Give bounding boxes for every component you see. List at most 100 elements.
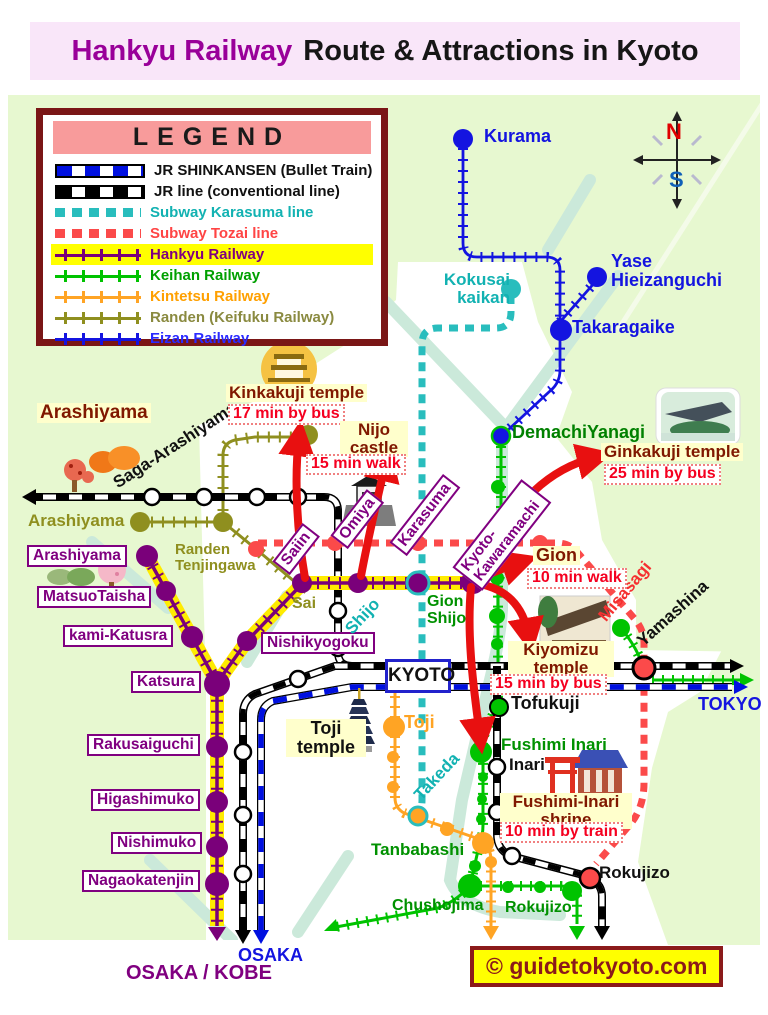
- destination-label-tokyo: TOKYO: [698, 694, 762, 714]
- site-credit-link[interactable]: © guidetokyoto.com: [470, 946, 724, 987]
- destination-label-osaka-kobe: OSAKA / KOBE: [126, 962, 272, 984]
- tozai-line-sample: [55, 229, 141, 238]
- green-patch-southeast: [638, 640, 760, 945]
- kinkakuji-arrow: [278, 419, 315, 582]
- station-label-nishimuko: Nishimuko: [111, 832, 203, 855]
- station-label-rokujizo-keihan: Rokujizo: [505, 899, 572, 916]
- legend-item-tozai: Subway Tozai line: [51, 223, 373, 244]
- keihan-osaka-arrow: [324, 919, 338, 931]
- compass-north-label: N: [666, 119, 682, 144]
- tofukuji-dot: [489, 697, 509, 717]
- station-label-tanbabashi: Tanbabashi: [371, 840, 465, 859]
- shinkansen-tokyo-arrow: [734, 680, 748, 694]
- fushimi-arrow: [459, 583, 496, 755]
- destination-label-osaka: OSAKA: [238, 945, 304, 965]
- station-label-takaragaike: Takaragaike: [572, 317, 675, 337]
- rokujizo-dot: [578, 866, 602, 890]
- attraction-label-ginkakuji: Ginkakuji temple: [601, 443, 744, 461]
- legend-item-keihan: Keihan Railway: [51, 265, 373, 286]
- station-label-rokujizo: Rokujizo: [599, 863, 670, 882]
- station-label-higashimuko: Higashimuko: [91, 789, 201, 812]
- jr-line-sample: [55, 184, 145, 199]
- keihan-uji-arrow: [569, 926, 585, 940]
- station-label-chushojima: Chushojima: [392, 897, 484, 914]
- eizan-line-sample: [55, 330, 141, 347]
- title-rest: Route & Attractions in Kyoto: [303, 34, 699, 67]
- karasuma-interchange-dot: [405, 570, 431, 596]
- legend-item-hankyu: Hankyu Railway: [51, 244, 373, 265]
- fushimi-inari-shrine-icon: [545, 750, 628, 796]
- autumn-trees-icon: [64, 446, 140, 492]
- legend-panel: LEGEND JR SHINKANSEN (Bullet Train) JR l…: [36, 108, 388, 349]
- hankyu-osaka-arrow: [208, 927, 226, 941]
- station-label-sai: Sai: [292, 595, 317, 612]
- attraction-note-nijo: 15 min walk: [306, 454, 406, 475]
- station-label-nishikyogoku: Nishikyogoku: [261, 632, 375, 655]
- demachiyanagi-dot: [490, 425, 512, 447]
- jr-osaka-arrow: [235, 930, 251, 944]
- station-label-kokusai-kaikan: Kokusai kaikan: [443, 270, 510, 307]
- station-label-randen-tenjingawa: Randen Tenjingawa: [175, 541, 256, 574]
- station-label-tofukuji: Tofukuji: [511, 693, 580, 713]
- karasuma-line-sample: [55, 208, 141, 217]
- attraction-label-gion: Gion: [533, 546, 580, 565]
- attraction-note-kinkakuji: 17 min by bus: [228, 404, 345, 425]
- nijo-arrow: [357, 444, 400, 580]
- legend-item-eizan: Eizan Railway: [51, 328, 373, 349]
- page-title: Hankyu Railway Route & Attractions in Ky…: [30, 22, 740, 80]
- compass-south-label: S: [669, 167, 684, 192]
- legend-title: LEGEND: [53, 121, 371, 154]
- station-label-katsura: Katsura: [131, 671, 201, 694]
- legend-item-randen: Randen (Keifuku Railway): [51, 307, 373, 328]
- station-label-demachiyanagi: DemachiYanagi: [512, 422, 646, 442]
- attraction-label-kiyomizu: Kiyomizu temple: [508, 641, 614, 677]
- ginkakuji-photo: [655, 387, 741, 446]
- shinkansen-osaka-arrow: [253, 930, 269, 944]
- attraction-label-toji-temple: Toji temple: [286, 719, 366, 757]
- area-label-arashiyama: Arashiyama: [37, 403, 151, 423]
- hankyu-line-sample: [55, 246, 141, 263]
- shinkansen-line: [253, 680, 748, 944]
- station-label-kurama: Kurama: [484, 126, 552, 146]
- station-label-rakusaiguchi: Rakusaiguchi: [87, 734, 200, 757]
- attraction-note-fushimi-shrine: 10 min by train: [500, 822, 623, 843]
- road-band: [615, 102, 760, 332]
- attraction-note-kiyomizu: 15 min by bus: [490, 674, 607, 695]
- eizan-line: [458, 148, 600, 434]
- legend-item-jr: JR line (conventional line): [51, 181, 373, 202]
- keihan-east-arrow: [740, 673, 754, 687]
- attraction-label-nijo: Nijo castle: [340, 421, 408, 457]
- kiyomizu-arrow: [476, 580, 544, 655]
- kokusai-kaikan-dot: [501, 279, 521, 299]
- station-label-nagaokatenjin: Nagaokatenjin: [82, 870, 200, 893]
- station-label-fushimi-inari: Fushimi Inari: [501, 735, 607, 754]
- station-label-yase: Yase Hieizanguchi: [611, 251, 723, 290]
- jr-tokyo-arrow: [730, 659, 744, 673]
- station-label-toji: Toji: [404, 712, 435, 732]
- attraction-note-ginkakuji: 25 min by bus: [604, 464, 721, 485]
- kintetsu-station-dots: [383, 716, 497, 868]
- jr-nara-arrow: [594, 926, 610, 940]
- jr-west-arrow: [22, 489, 36, 505]
- eizan-station-dots: [453, 129, 607, 341]
- legend-item-shinkansen: JR SHINKANSEN (Bullet Train): [51, 160, 373, 181]
- station-label-kyoto: KYOTO: [385, 659, 455, 693]
- jr-line: [22, 489, 744, 944]
- legend-item-kintetsu: Kintetsu Railway: [51, 286, 373, 307]
- station-label-inari: Inari: [509, 755, 545, 774]
- station-label-gion-shijo: Gion Shijo: [427, 593, 467, 627]
- compass-rose: [633, 111, 721, 209]
- legend-item-karasuma: Subway Karasuma line: [51, 202, 373, 223]
- randen-line-sample: [55, 309, 141, 326]
- yamashina-dot: [631, 655, 657, 681]
- kintetsu-south-arrow: [483, 926, 499, 940]
- station-label-arashiyama-randen: Arashiyama: [28, 511, 125, 530]
- station-label-kami-katsura: kami-Katusra: [63, 625, 174, 648]
- title-brand: Hankyu Railway: [71, 34, 293, 67]
- shinkansen-line-sample: [55, 163, 145, 178]
- subway-tozai-line: [258, 539, 648, 867]
- ginkakuji-arrow: [530, 443, 614, 495]
- station-label-matsuotaisha: MatsuoTaisha: [37, 586, 152, 609]
- keihan-line-sample: [55, 267, 141, 284]
